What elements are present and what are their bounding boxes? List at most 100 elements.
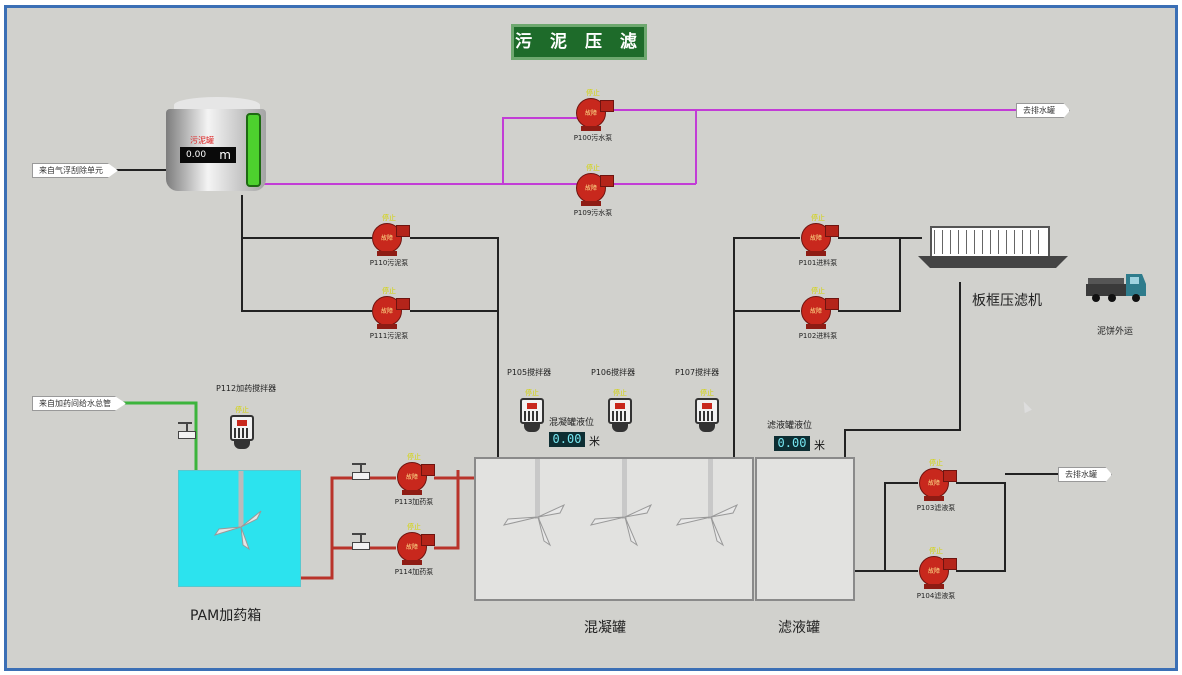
pump-p101[interactable]: 停止 故障 P101进料泵 (797, 213, 839, 273)
pam-tank[interactable] (178, 470, 301, 587)
pump-base (581, 201, 601, 206)
pump-outlet (421, 534, 435, 546)
mixer-status: 停止 (613, 389, 627, 397)
pump-p110[interactable]: 停止 故障 P110污泥泵 (368, 213, 410, 273)
truck-icon (1084, 266, 1150, 306)
pump-label: P110污泥泵 (369, 259, 409, 267)
filter-plates-icon (930, 226, 1050, 258)
tank-level-display: 0.00 m (180, 147, 236, 163)
pump-state: 故障 (809, 308, 822, 315)
cake-transport-label: 泥饼外运 (1097, 327, 1134, 337)
pump-outlet (825, 225, 839, 237)
source-tag-air-float: 来自气浮刮除单元 (32, 163, 118, 178)
pump-label: P101进料泵 (798, 259, 838, 267)
pump-p109[interactable]: 停止 故障 P109污水泵 (572, 163, 614, 223)
filtrate-tank-label: 滤液罐 (778, 620, 820, 636)
pump-p103[interactable]: 停止 故障 P103滤液泵 (915, 458, 957, 518)
mixer-flange (234, 441, 250, 449)
pump-outlet (600, 100, 614, 112)
mixer-label-p105: P105搅拌器 (507, 368, 552, 377)
pump-status: 停止 (586, 89, 600, 97)
mixer-status: 停止 (700, 389, 714, 397)
pump-icon (576, 98, 606, 128)
press-frame (918, 256, 1068, 268)
pump-outlet (825, 298, 839, 310)
coag-tank-label: 混凝罐 (584, 620, 626, 636)
mixer-flange (699, 424, 715, 432)
valve-icon[interactable] (352, 463, 372, 480)
pump-status: 停止 (407, 453, 421, 461)
tank-name: 污泥罐 (190, 136, 214, 145)
pump-base (402, 490, 422, 495)
pump-state: 故障 (927, 568, 940, 575)
pump-base (377, 324, 397, 329)
mixer-motor-icon (230, 415, 254, 441)
dest-tag-drain-right: 去排水罐 (1058, 467, 1112, 482)
pam-tank-label: PAM加药箱 (190, 608, 262, 624)
valve-icon[interactable] (178, 422, 198, 439)
mixer-label-p112: P112加药搅拌器 (216, 384, 277, 393)
mixer-label-p106: P106搅拌器 (591, 368, 636, 377)
pump-label: P114加药泵 (394, 568, 434, 576)
mixer-p112[interactable]: 停止 (226, 405, 258, 453)
tank-level-unit: m (219, 148, 231, 162)
pump-state: 故障 (927, 480, 940, 487)
mixer-motor-icon (520, 398, 544, 424)
coag-impellers-icon (502, 459, 739, 547)
filtrate-level-unit: 米 (814, 439, 825, 452)
pump-outlet (421, 464, 435, 476)
pump-state: 故障 (405, 544, 418, 551)
pump-status: 停止 (929, 459, 943, 467)
pump-label: P102进料泵 (798, 332, 838, 340)
coag-level-value: 0.00 (549, 432, 585, 447)
filtrate-level-value: 0.00 (774, 436, 810, 451)
pump-status: 停止 (811, 214, 825, 222)
pump-status: 停止 (929, 547, 943, 555)
coagulation-tank[interactable] (474, 457, 754, 601)
pump-label: P104滤液泵 (916, 592, 956, 600)
filter-press[interactable] (918, 226, 1068, 282)
pump-outlet (396, 298, 410, 310)
mixer-p107[interactable]: 停止 (691, 388, 723, 436)
source-tag-pam-water: 来自加药间给水总管 (32, 396, 126, 411)
filtrate-tank[interactable] (755, 457, 855, 601)
pump-p100[interactable]: 停止 故障 P100污水泵 (572, 88, 614, 148)
pump-outlet (600, 175, 614, 187)
mixer-p105[interactable]: 停止 (516, 388, 548, 436)
pump-base (581, 126, 601, 131)
pump-label: P111污泥泵 (369, 332, 409, 340)
mixer-flange (612, 424, 628, 432)
pump-base (924, 584, 944, 589)
pump-p102[interactable]: 停止 故障 P102进料泵 (797, 286, 839, 346)
pump-p114[interactable]: 停止 故障 P114加药泵 (393, 522, 435, 582)
pump-p113[interactable]: 停止 故障 P113加药泵 (393, 452, 435, 512)
pump-state: 故障 (809, 235, 822, 242)
pump-state: 故障 (380, 308, 393, 315)
sludge-tank[interactable]: 污泥罐 0.00 m (166, 97, 268, 195)
pump-outlet (943, 470, 957, 482)
pump-state: 故障 (380, 235, 393, 242)
pump-label: P100污水泵 (573, 134, 613, 142)
valve-icon[interactable] (352, 533, 372, 550)
pump-outlet (396, 225, 410, 237)
mixer-p106[interactable]: 停止 (604, 388, 636, 436)
pump-p111[interactable]: 停止 故障 P111污泥泵 (368, 286, 410, 346)
pump-base (806, 324, 826, 329)
mixer-status: 停止 (235, 406, 249, 414)
page-title: 污 泥 压 滤 (511, 24, 647, 60)
filtrate-level-label: 滤液罐液位 (767, 421, 813, 431)
pump-state: 故障 (584, 110, 597, 117)
mixer-flange (524, 424, 540, 432)
pump-base (806, 251, 826, 256)
mixer-motor-icon (608, 398, 632, 424)
pump-state: 故障 (405, 474, 418, 481)
pump-state: 故障 (584, 185, 597, 192)
pump-p104[interactable]: 停止 故障 P104滤液泵 (915, 546, 957, 606)
pump-status: 停止 (811, 287, 825, 295)
pump-base (924, 496, 944, 501)
pump-status: 停止 (407, 523, 421, 531)
pump-outlet (943, 558, 957, 570)
level-gauge-icon (246, 113, 261, 187)
pump-status: 停止 (586, 164, 600, 172)
coag-level-unit: 米 (589, 435, 600, 448)
